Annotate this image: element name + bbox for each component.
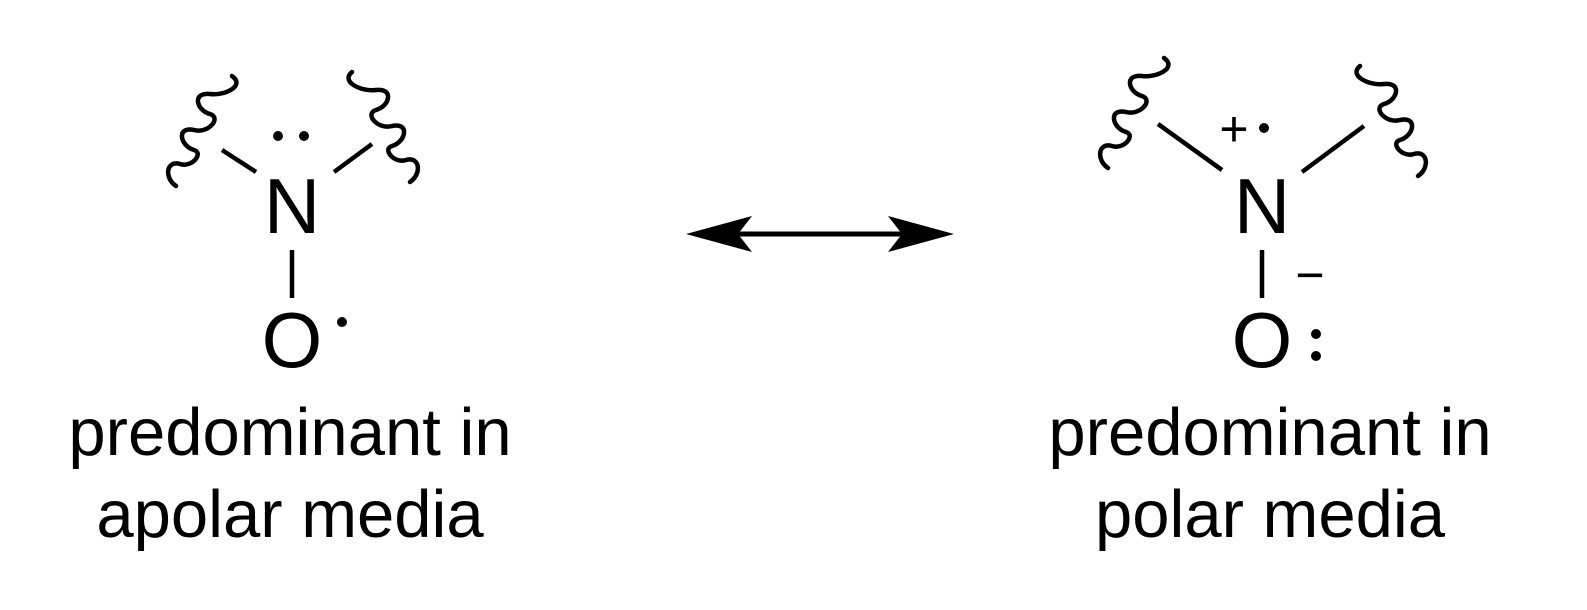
right-lone-pair-dot-2: [1311, 351, 1321, 361]
right-nitrogen-atom: N: [1234, 162, 1290, 250]
right-caption-line-1: predominant in: [1048, 395, 1492, 470]
left-bond-left: [220, 148, 258, 174]
left-bond-right: [332, 142, 374, 174]
left-wavy-bond-right: [346, 69, 420, 185]
resonance-arrow: [686, 216, 954, 252]
right-structure: + − N O: [1098, 55, 1428, 384]
right-plus-charge: +: [1219, 101, 1248, 157]
left-lone-pair-dot-2: [299, 131, 309, 141]
right-bond-right: [1300, 124, 1366, 174]
right-wavy-bond-left: [1098, 55, 1171, 171]
resonance-arrowhead-right: [888, 216, 954, 252]
left-nitrogen-atom: N: [264, 162, 320, 250]
right-bond-left: [1156, 122, 1224, 172]
right-minus-charge: −: [1295, 247, 1324, 303]
left-structure: N O: [166, 69, 420, 384]
left-caption: predominant in apolar media: [0, 392, 580, 556]
left-caption-line-1: predominant in: [68, 395, 512, 470]
right-oxygen-atom: O: [1232, 296, 1293, 384]
right-caption-line-2: polar media: [1094, 477, 1446, 552]
right-wavy-bond-right: [1354, 63, 1428, 179]
left-caption-line-2: apolar media: [96, 477, 484, 552]
resonance-arrowhead-left: [686, 216, 752, 252]
right-radical-dot: [1259, 123, 1269, 133]
left-radical-dot: [337, 317, 347, 327]
left-oxygen-atom: O: [262, 296, 323, 384]
left-wavy-bond-left: [166, 73, 239, 189]
right-caption: predominant in polar media: [990, 392, 1550, 556]
right-lone-pair-dot-1: [1311, 329, 1321, 339]
left-lone-pair-dot-1: [273, 131, 283, 141]
